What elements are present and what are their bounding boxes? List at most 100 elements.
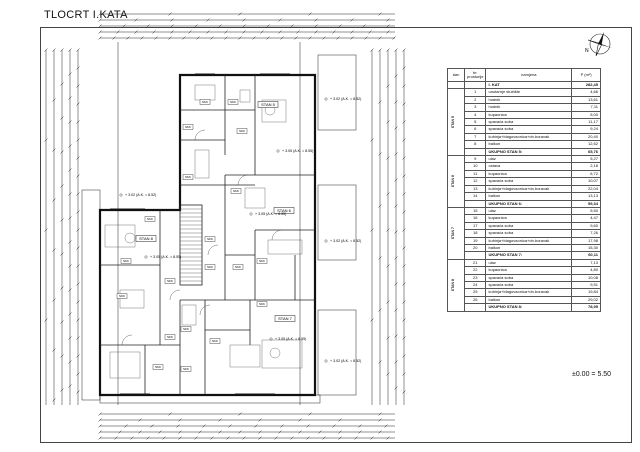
apartment-group-label: STAN 6 xyxy=(451,175,455,188)
dimension-tick xyxy=(322,36,326,40)
dimension-tick xyxy=(386,24,390,28)
dimension-tick xyxy=(378,412,382,416)
room-number-cell: 16 xyxy=(464,214,487,223)
room-purpose-cell: balkon xyxy=(485,140,573,149)
hatch-label: SKK xyxy=(183,367,189,371)
dimension-tick xyxy=(68,264,72,268)
dimension-tick xyxy=(402,84,406,88)
dimension-tick xyxy=(386,18,390,22)
dimension-tick xyxy=(60,150,64,154)
col-header-room-number: br. prostorije xyxy=(464,68,487,82)
furniture-block xyxy=(119,289,145,309)
dimension-tick xyxy=(370,318,374,322)
dimension-tick xyxy=(314,24,318,28)
room-purpose-cell: kupaonica xyxy=(485,214,573,223)
dimension-tick xyxy=(68,192,72,196)
ceiling-height-note: + 3.05 (A.K. = 8.55) xyxy=(150,255,181,259)
room-number-cell: 1 xyxy=(464,88,487,97)
dimension-tick xyxy=(118,430,122,434)
dimension-tick xyxy=(98,36,102,40)
dimension-tick xyxy=(370,436,374,440)
room-purpose-cell: hodnik xyxy=(485,95,573,105)
apartment-group-label: STAN 7 xyxy=(451,227,455,240)
dimension-tick xyxy=(278,18,282,22)
room-area-cell: 7,26 xyxy=(571,229,601,238)
dimension-tick xyxy=(306,436,310,440)
dimension-tick xyxy=(370,228,374,232)
dimension-tick xyxy=(68,120,72,124)
furniture-block xyxy=(244,187,266,209)
dimension-tick xyxy=(378,360,382,364)
dimension-tick xyxy=(394,308,398,312)
hatch-tag xyxy=(256,301,268,307)
dimension-tick xyxy=(362,24,366,28)
room-number-cell: 8 xyxy=(464,140,487,149)
dimension-tick xyxy=(394,334,398,338)
apartment-group-cell: STAN 5 xyxy=(446,88,466,157)
ceiling-height-note: + 3.05 (A.K. = 8.55) xyxy=(255,212,286,216)
room-area-cell: 5,27 xyxy=(571,155,601,164)
room-number-cell: 21 xyxy=(464,258,487,268)
dimension-tick xyxy=(76,264,80,268)
level-marker xyxy=(324,359,328,363)
dimension-tick xyxy=(394,74,398,78)
hatch-label: SKK xyxy=(233,189,239,193)
dimension-tick xyxy=(76,372,80,376)
dimension-tick xyxy=(370,48,374,52)
dimension-tick xyxy=(158,430,162,434)
furniture xyxy=(104,84,303,379)
dimension-tick xyxy=(176,424,180,428)
dimension-tick xyxy=(76,300,80,304)
hatch-tag xyxy=(182,124,194,130)
dimension-tick xyxy=(60,252,64,256)
dimension-tick xyxy=(402,282,406,286)
dimension-tick xyxy=(146,436,150,440)
dimension-tick xyxy=(224,36,228,40)
dimension-tick xyxy=(402,192,406,196)
dimension-tick xyxy=(350,18,354,22)
apartment-group-cell: STAN 8 xyxy=(446,258,466,312)
dimension-tick xyxy=(368,30,372,34)
room-area-cell: 7,13 xyxy=(571,258,601,268)
building-walls xyxy=(98,73,317,397)
hatch-label: SKK xyxy=(119,294,125,298)
dimension-tick xyxy=(280,424,284,428)
hatch-tag xyxy=(120,258,132,264)
room-area-cell: 19,84 xyxy=(571,288,601,297)
dimension-tick xyxy=(402,156,406,160)
hatch-label: SKK xyxy=(207,265,213,269)
dimension-tick xyxy=(298,418,302,422)
ceiling-height-note: + 3.05 (A.K. = 8.55) xyxy=(275,337,306,341)
drawing-title: TLOCRT I.KATA xyxy=(44,9,128,21)
dimension-tick xyxy=(76,390,80,394)
dimension-tick xyxy=(332,424,336,428)
room-number-cell: 12 xyxy=(464,177,487,186)
hatch-tag xyxy=(236,128,248,134)
dimension-tick xyxy=(98,12,102,16)
dimension-tick xyxy=(122,24,126,28)
room-area-cell: 29,02 xyxy=(571,295,601,305)
dimension-tick xyxy=(402,300,406,304)
hatch-label: SKK xyxy=(207,237,213,241)
hatch-tag xyxy=(180,366,192,372)
dimension-tick xyxy=(402,228,406,232)
dimension-tick xyxy=(68,48,72,52)
furniture-block xyxy=(267,239,303,255)
dimension-lines xyxy=(44,12,406,440)
dimension-tick xyxy=(76,174,80,178)
room-area-cell: 15,30 xyxy=(571,243,601,253)
dimension-tick xyxy=(52,98,56,102)
room-area-cell: 5,00 xyxy=(571,110,601,120)
dimension-tick xyxy=(68,312,72,316)
dimension-tick xyxy=(98,412,102,416)
